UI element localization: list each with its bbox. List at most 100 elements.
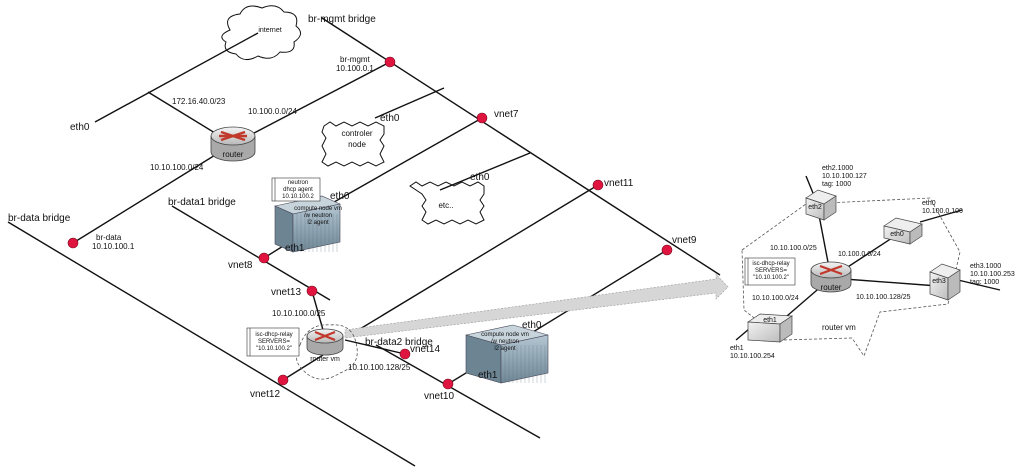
detail-eth1-box: eth1 [746, 313, 794, 343]
vnet8-label: vnet8 [228, 260, 253, 271]
detail-uplink-eth0 [919, 209, 963, 223]
br-mgmt-bridge-line [321, 17, 721, 276]
br-mgmt-ip-label: 10.100.0.1 [336, 64, 374, 73]
detail-eth3-box: eth3 [929, 263, 961, 301]
internet-label: internet [258, 27, 281, 34]
eth0-compute2-label: eth0 [522, 320, 542, 331]
vnet8-port [258, 252, 270, 264]
detail-eth0-box: eth0 [883, 217, 923, 245]
compute1-to-vnet11-line [349, 184, 599, 336]
router-vm: router vm [296, 324, 358, 380]
svg-text:eth3: eth3 [932, 278, 946, 285]
vnet10-label: vnet10 [424, 391, 454, 402]
port-dots [67, 56, 673, 390]
br-data-bridge-line [7, 221, 416, 467]
vnet14-port [399, 348, 411, 360]
br-data1-bridge-line [171, 205, 331, 301]
vnet14-label: vnet14 [410, 344, 440, 355]
svg-text:eth2: eth2 [808, 204, 822, 211]
br-data-short-label: br-data [96, 233, 122, 242]
vnet9-label: vnet9 [672, 235, 697, 246]
detail-caption: router vm [822, 323, 856, 332]
internet-cloud: internet [221, 5, 301, 60]
router-vm-arrows-icon [314, 330, 336, 342]
vnet7-port [476, 112, 488, 124]
detail-subnet-lower-left: 10.10.100.0/24 [752, 295, 799, 302]
eth0-uplink-line [94, 32, 259, 123]
vnet13-to-routervm-line [311, 290, 324, 331]
lower-subnet-label: 10.10.100.0/25 [272, 309, 326, 318]
detail-subnet-mgmt: 10.100.0.0/24 [838, 251, 881, 258]
main-router: router [210, 126, 256, 162]
detail-eth2-box: eth2 [805, 189, 837, 221]
router-to-data-line [72, 143, 234, 244]
diagram-labels: br-mgmt bridge br-data bridge br-data1 b… [8, 14, 697, 402]
vnet13-label: vnet13 [271, 287, 301, 298]
vnet13-port [306, 285, 318, 297]
router-vm-label: router vm [310, 356, 340, 363]
detail-uplink-eth3 [957, 279, 1001, 291]
br-data2-bridge-line [375, 344, 541, 439]
br-data-ip-label: 10.10.100.1 [92, 242, 135, 251]
vnet11-port [592, 179, 604, 191]
etc-label: etc.. [438, 201, 453, 210]
eth0-etc-label: eth0 [470, 172, 490, 183]
br-mgmt-short-label: br-mgmt [340, 55, 371, 64]
br-data1-bridge-label: br-data1 bridge [168, 197, 236, 208]
eth1-compute2-label: eth1 [478, 370, 498, 381]
eth0-controller-label: eth0 [380, 113, 400, 124]
mgmt-subnet-label: 10.100.0.0/24 [248, 107, 297, 116]
router-arrows-icon [219, 130, 247, 142]
etc-cloud: etc.. [409, 181, 485, 225]
eth1-compute1-label: eth1 [285, 243, 305, 254]
etc-to-mgmt-line [439, 152, 531, 191]
eth0-compute1-label: eth0 [330, 191, 350, 202]
eth0-host-label: eth0 [70, 122, 90, 133]
data-subnet-label: 10.10.100.0/24 [150, 163, 204, 172]
svg-text:eth1: eth1 [763, 317, 777, 324]
network-links [7, 17, 721, 467]
vnet12-port [277, 374, 289, 386]
detail-subnet-right: 10.10.100.128/25 [856, 294, 911, 301]
detail-router-arrows-icon [819, 264, 843, 276]
vnet12-to-routervm-line [282, 354, 324, 381]
public-subnet-label: 172.16.40.0/23 [172, 97, 226, 106]
vnet9-port [661, 244, 673, 256]
vnet7-label: vnet7 [494, 109, 519, 120]
detail-router: router [810, 261, 852, 293]
detail-subnet-upper-left: 10.10.100.0/25 [770, 245, 817, 252]
compute1-to-vnet7-line [319, 117, 483, 211]
router-vm-detail: eth2 eth0 eth3 eth1 router [730, 165, 1015, 360]
zoom-arrow [344, 273, 729, 339]
router-to-mgmt-line [232, 61, 391, 145]
vnet12-label: vnet12 [250, 389, 280, 400]
vnet11-label: vnet11 [604, 178, 634, 189]
svg-text:router: router [821, 283, 842, 292]
controller-to-mgmt-line [374, 87, 445, 119]
upper-subnet-label: 10.10.100.128/25 [348, 363, 411, 372]
br-mgmt-port [384, 56, 396, 68]
vnet10-port [442, 378, 454, 390]
routervm-to-vnet14-line [344, 339, 406, 355]
br-mgmt-bridge-label: br-mgmt bridge [308, 14, 376, 25]
br-data-bridge-label: br-data bridge [8, 213, 71, 224]
br-data-port [67, 237, 79, 249]
br-data2-bridge-label: br-data2 bridge [365, 337, 433, 348]
